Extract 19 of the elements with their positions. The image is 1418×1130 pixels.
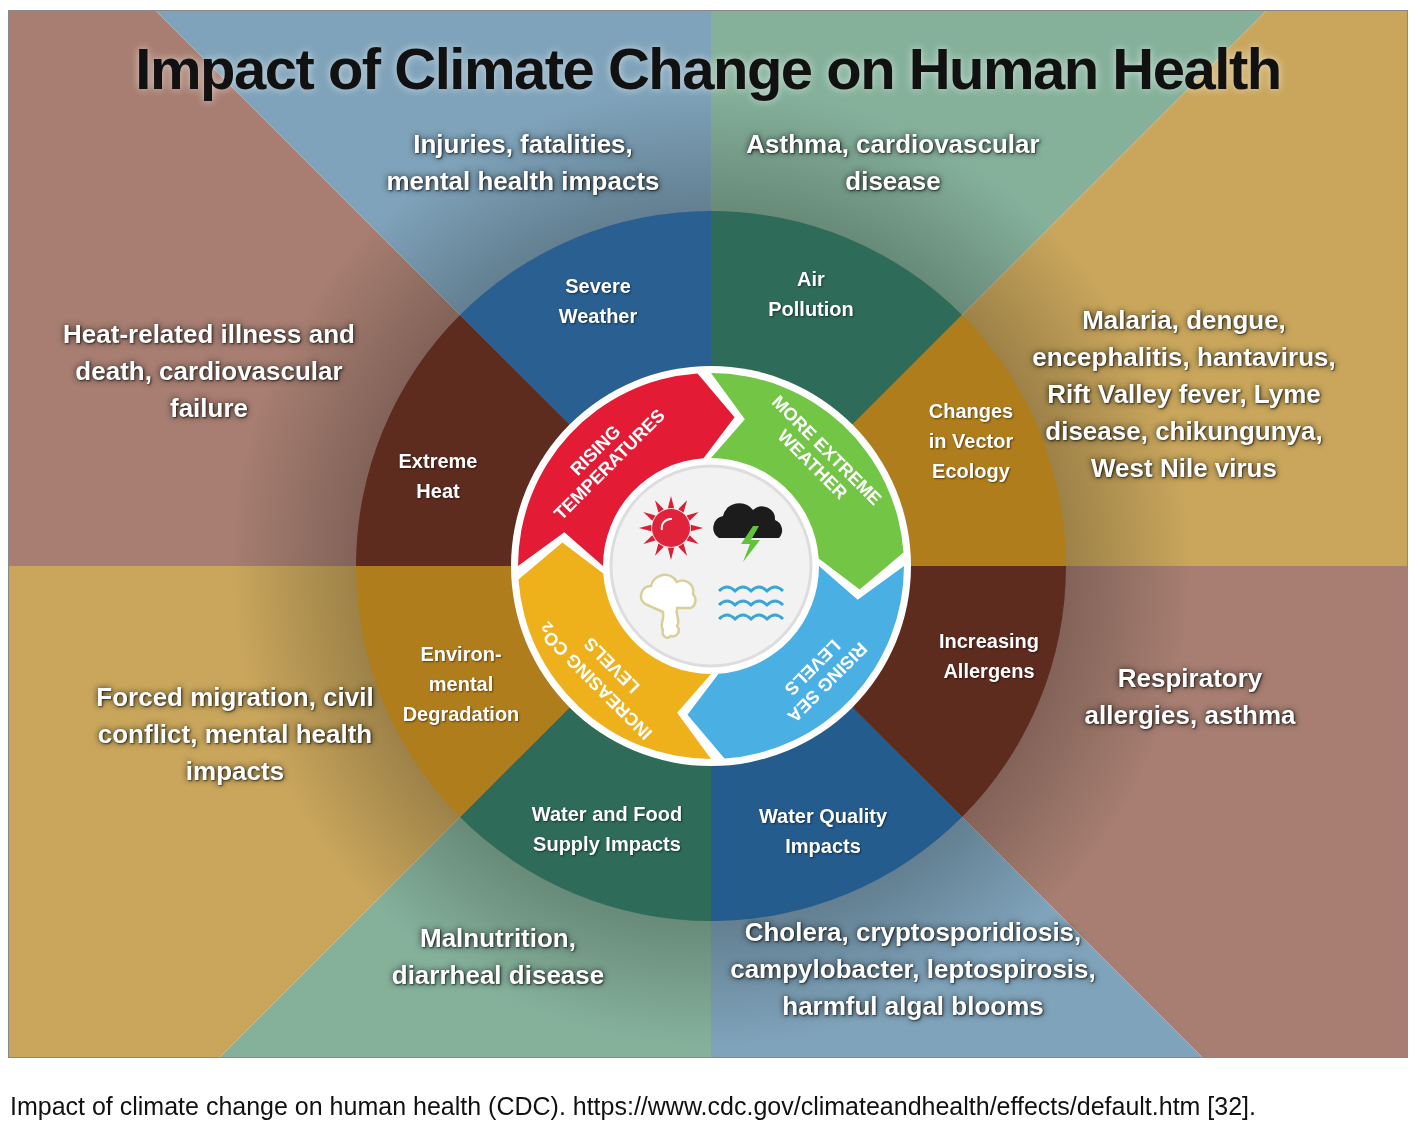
cycle-segment (518, 373, 735, 566)
climate-hazard-label: Water and Food Supply Impacts (517, 799, 697, 859)
health-impact-text: Asthma, cardiovascular disease (728, 126, 1058, 200)
health-impact-text: Heat-related illness and death, cardiovascular failure (59, 315, 359, 427)
title: Impact of Climate Change on Human Health (135, 35, 1281, 102)
climate-hazard-label: Extreme Heat (383, 446, 493, 506)
climate-hazard-label: Air Pollution (756, 264, 866, 324)
climate-hazard-label: Increasing Allergens (924, 626, 1054, 686)
cycle-segment (687, 566, 904, 759)
health-impact-text: Cholera, cryptosporidiosis, campylobacter, leptospirosis, harmful algal blooms (718, 913, 1108, 1025)
health-impact-text: Forced migration, civil conflict, mental health impacts (92, 678, 378, 790)
caption: Impact of climate change on human health (CDC). https://www.cdc.gov/climateandhealth/effects/default.htm [32]. (10, 1092, 1256, 1121)
climate-hazard-label: Environ- mental Degradation (400, 639, 522, 729)
health-impact-text: Malnutrition, diarrheal disease (373, 920, 623, 994)
cycle-segment (518, 542, 711, 759)
climate-hazard-label: Water Quality Impacts (733, 801, 913, 861)
climate-hazard-label: Severe Weather (543, 271, 653, 331)
health-impact-text: Respiratory allergies, asthma (1060, 660, 1320, 734)
health-impact-text: Injuries, fatalities, mental health impacts (373, 126, 673, 200)
